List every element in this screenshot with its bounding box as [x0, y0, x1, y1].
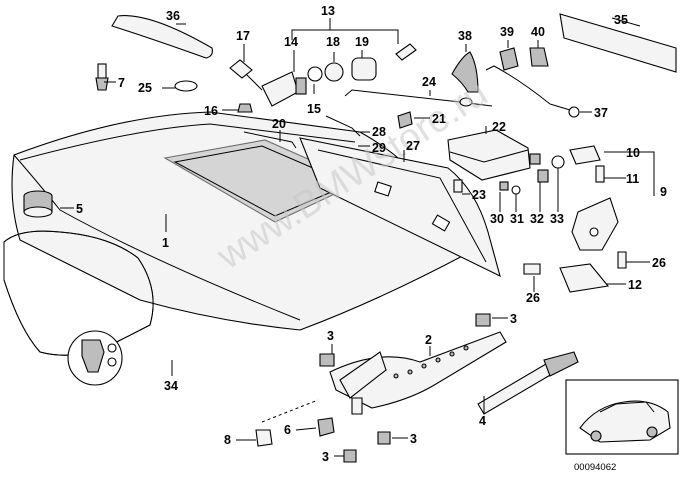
rubber-buffer: [23, 190, 53, 218]
callout-7: 7: [118, 76, 125, 90]
callout-12: 12: [628, 278, 642, 292]
license-plate-base: [559, 13, 677, 73]
bolt-17: [229, 59, 263, 91]
callout-1: 1: [162, 236, 169, 250]
trim-panel: [299, 137, 501, 278]
callout-3b: 3: [327, 329, 334, 343]
clip-16: [237, 103, 253, 113]
clip-8: [255, 429, 273, 447]
gas-strut: [477, 351, 579, 415]
callout-3d: 3: [322, 450, 329, 464]
leader-lines: [60, 17, 655, 457]
callout-32: 32: [530, 212, 544, 226]
callout-25: 25: [138, 81, 152, 95]
handle-38: [451, 51, 479, 93]
callout-11: 11: [626, 172, 639, 186]
callout-23: 23: [472, 188, 486, 202]
callout-20: 20: [272, 117, 286, 131]
clip-40: [529, 47, 549, 67]
callout-3a: 3: [510, 312, 517, 326]
callout-27: 27: [406, 139, 420, 153]
hinge-bolts: [319, 313, 491, 463]
callouts: 36 13 17 14 18 19 38 39 40 35 7 25 24 15…: [76, 4, 667, 464]
callout-6: 6: [284, 423, 291, 437]
callout-39: 39: [500, 25, 514, 39]
callout-26b: 26: [526, 291, 540, 305]
clip-39: [499, 47, 519, 71]
rod-24: [344, 89, 493, 107]
callout-30: 30: [490, 212, 504, 226]
lock-mechanism: [569, 145, 619, 251]
trunk-seal: [3, 230, 154, 356]
pin-21: [397, 111, 413, 129]
handle-strip: [111, 15, 213, 59]
callout-19: 19: [355, 35, 369, 49]
strip-28: [325, 115, 361, 137]
callout-31: 31: [510, 212, 524, 226]
callout-17: 17: [236, 29, 250, 43]
callout-35: 35: [614, 13, 628, 27]
callout-38: 38: [458, 29, 472, 43]
callout-16: 16: [204, 104, 218, 118]
callout-4: 4: [479, 414, 486, 428]
buffer-6: [317, 417, 335, 437]
callout-26a: 26: [652, 256, 666, 270]
central-lock-motor: [447, 129, 541, 181]
callout-10: 10: [626, 146, 640, 160]
grommet: [174, 80, 198, 92]
callout-2: 2: [425, 333, 432, 347]
callout-29: 29: [372, 141, 386, 155]
callout-18: 18: [326, 35, 340, 49]
callout-37: 37: [594, 106, 608, 120]
bolt-26b: [523, 263, 541, 275]
catch-12: [559, 263, 610, 293]
bolt-26: [617, 251, 627, 269]
callout-33: 33: [550, 212, 564, 226]
pin-7: [95, 63, 109, 91]
callout-28: 28: [372, 125, 386, 139]
callout-24: 24: [422, 75, 436, 89]
lock-cylinder: [261, 43, 417, 107]
callout-36: 36: [166, 9, 180, 23]
callout-9: 9: [660, 185, 667, 199]
callout-14: 14: [284, 35, 298, 49]
callout-22: 22: [492, 120, 506, 134]
car-thumbnail: [565, 379, 679, 455]
callout-21: 21: [432, 112, 446, 126]
callout-34: 34: [164, 379, 178, 393]
callout-40: 40: [531, 25, 545, 39]
wire-20: [243, 131, 297, 149]
screws: [453, 155, 565, 195]
cable-37: [485, 65, 580, 118]
callout-5: 5: [76, 202, 83, 216]
callout-3c: 3: [410, 432, 417, 446]
hinge: [329, 331, 507, 415]
diagram-code: 00094062: [574, 462, 616, 473]
seal-detail: [67, 330, 123, 386]
callout-15: 15: [307, 102, 321, 116]
callout-8: 8: [224, 433, 231, 447]
callout-13: 13: [321, 4, 335, 18]
